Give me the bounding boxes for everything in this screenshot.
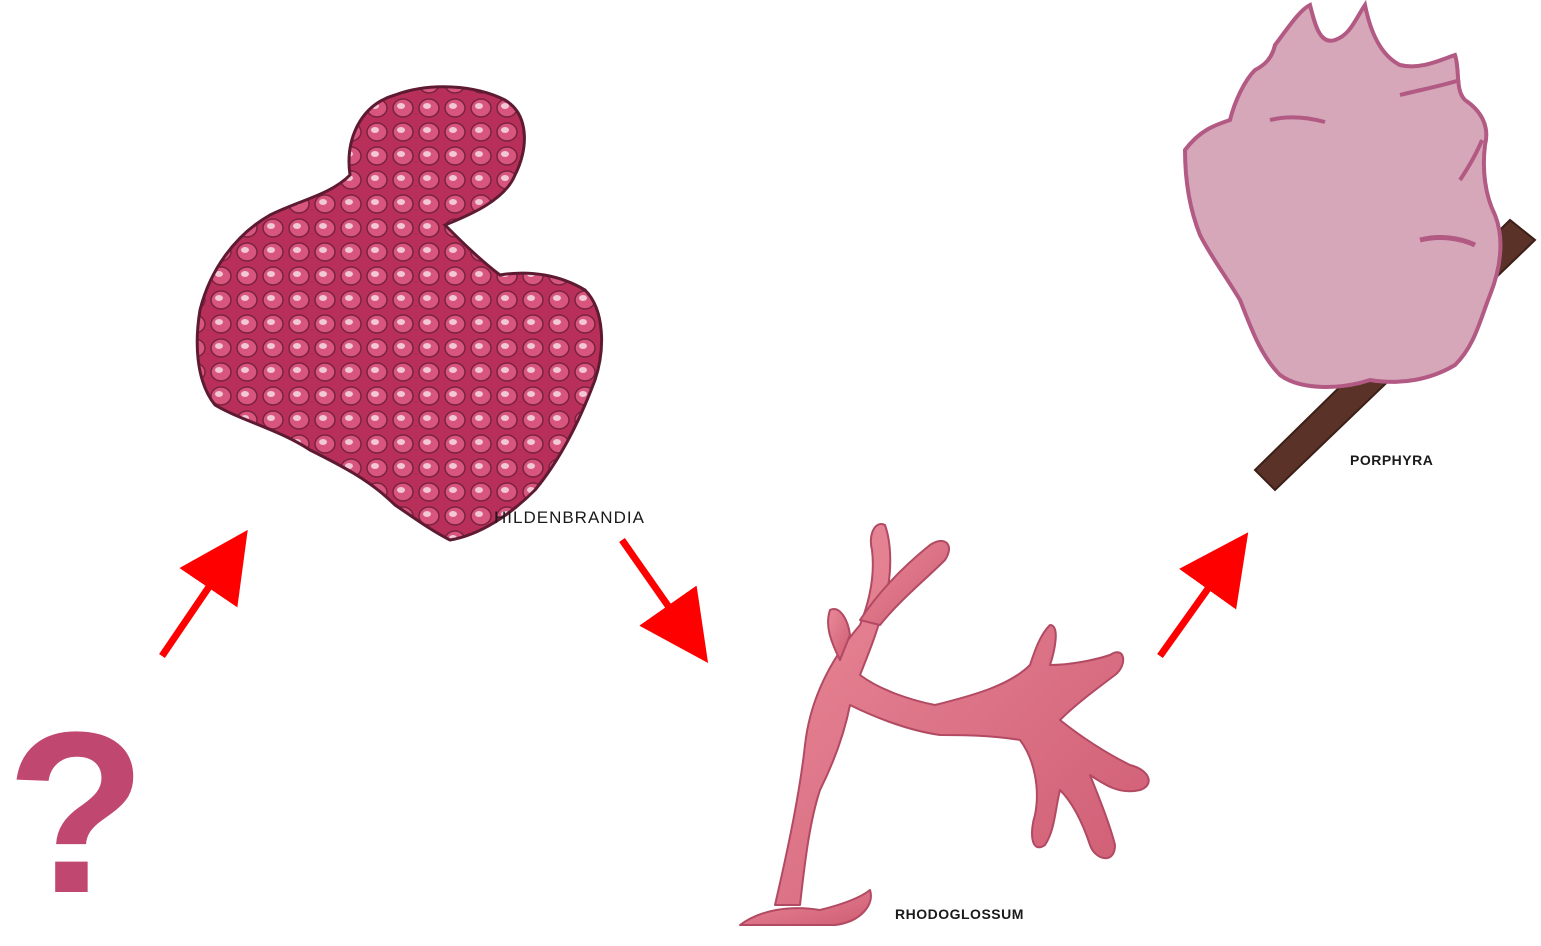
- arrow-unknown-to-hildenbrandia: [162, 553, 232, 656]
- label-rhodoglossum: RHODOGLOSSUM: [895, 906, 1024, 922]
- label-porphyra: PORPHYRA: [1350, 452, 1433, 468]
- unknown-ancestor-question-mark: ?: [6, 698, 147, 928]
- porphyra-illustration: [1185, 5, 1535, 490]
- hildenbrandia-illustration: [197, 87, 601, 540]
- rhodoglossum-holdfast: [740, 890, 871, 925]
- label-hildenbrandia: HILDENBRANDIA: [494, 508, 645, 528]
- arrows: [162, 540, 1232, 656]
- rhodoglossum-illustration: [740, 524, 1149, 925]
- arrow-rhodoglossum-to-porphyra: [1160, 555, 1232, 656]
- rhodoglossum-thallus: [775, 524, 1149, 905]
- porphyra-blade: [1185, 5, 1500, 387]
- arrow-hildenbrandia-to-rhodoglossum: [622, 540, 692, 640]
- hildenbrandia-thallus: [197, 87, 601, 540]
